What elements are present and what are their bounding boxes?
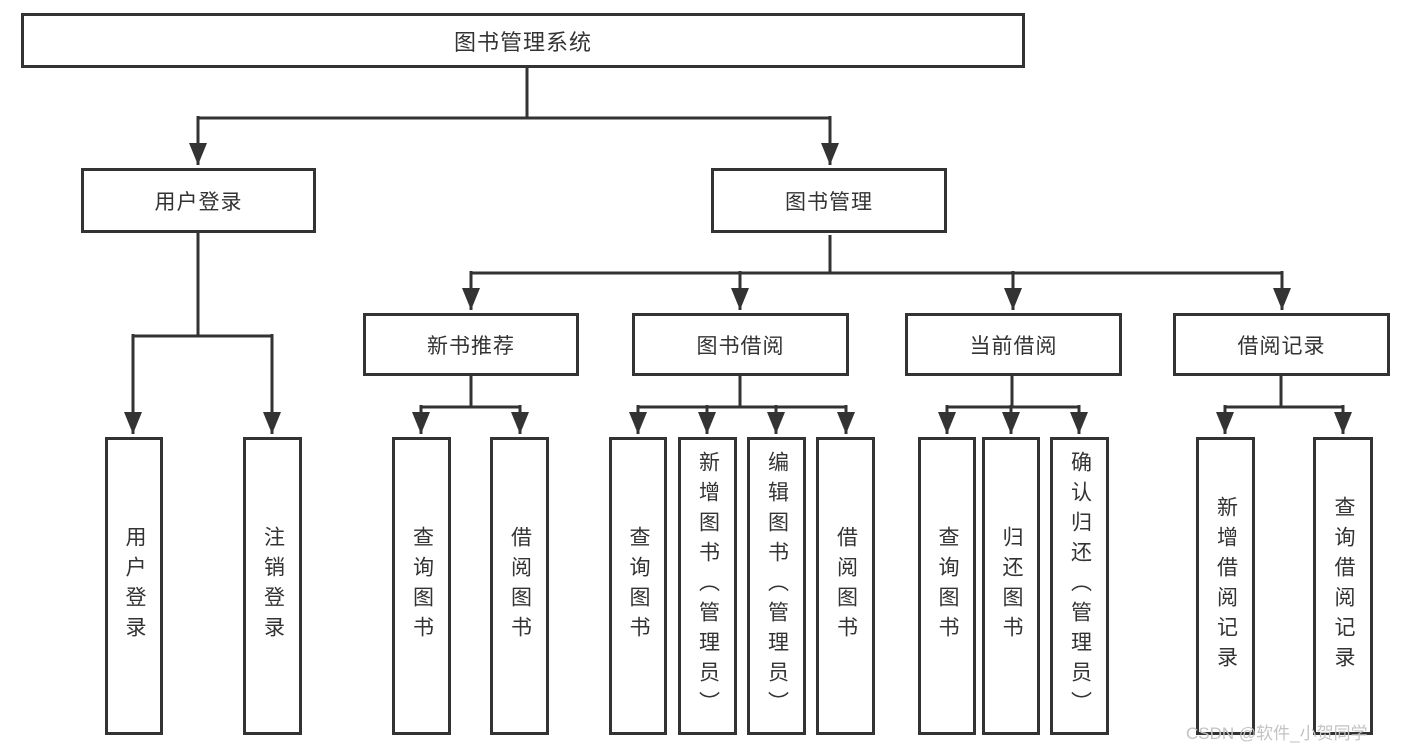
node-library-management-system: 图书管理系统: [21, 13, 1025, 68]
leaf-user-login: 用户登录: [105, 437, 163, 735]
node-user-login: 用户登录: [81, 168, 316, 233]
node-current-borrowing: 当前借阅: [905, 313, 1122, 376]
leaf-borrow-books-recommend-label: 借阅图书: [508, 526, 532, 646]
node-book-borrowing: 图书借阅: [632, 313, 849, 376]
leaf-add-book-admin: 新增图书（管理员）: [678, 437, 737, 735]
leaf-logout-label: 注销登录: [261, 526, 285, 646]
leaf-edit-book-admin: 编辑图书（管理员）: [747, 437, 806, 735]
leaf-query-books-recommend-label: 查询图书: [410, 526, 434, 646]
leaf-query-books-current: 查询图书: [918, 437, 976, 735]
leaf-return-books: 归还图书: [982, 437, 1040, 735]
leaf-query-books-current-label: 查询图书: [936, 526, 960, 646]
leaf-query-borrow-record-label: 查询借阅记录: [1332, 496, 1356, 676]
csdn-watermark: CSDN @软件_小贺同学: [1186, 724, 1368, 743]
leaf-user-login-label: 用户登录: [123, 526, 147, 646]
leaf-confirm-return-admin: 确认归还（管理员）: [1050, 437, 1109, 735]
leaf-confirm-return-admin-label: 确认归还（管理员）: [1068, 451, 1092, 721]
leaf-query-books-borrowing-label: 查询图书: [627, 526, 651, 646]
leaf-borrow-books-borrowing: 借阅图书: [816, 437, 875, 735]
leaf-add-borrow-record-label: 新增借阅记录: [1214, 496, 1238, 676]
node-new-book-recommendation: 新书推荐: [363, 313, 579, 376]
node-borrowing-records: 借阅记录: [1173, 313, 1390, 376]
leaf-query-books-borrowing: 查询图书: [609, 437, 667, 735]
leaf-add-borrow-record: 新增借阅记录: [1196, 437, 1255, 735]
leaf-borrow-books-borrowing-label: 借阅图书: [834, 526, 858, 646]
leaf-logout: 注销登录: [243, 437, 302, 735]
leaf-edit-book-admin-label: 编辑图书（管理员）: [765, 451, 789, 721]
leaf-query-borrow-record: 查询借阅记录: [1313, 437, 1373, 735]
leaf-borrow-books-recommend: 借阅图书: [490, 437, 549, 735]
leaf-return-books-label: 归还图书: [1000, 526, 1024, 646]
leaf-add-book-admin-label: 新增图书（管理员）: [696, 451, 720, 721]
node-book-management: 图书管理: [711, 168, 947, 233]
leaf-query-books-recommend: 查询图书: [392, 437, 451, 735]
